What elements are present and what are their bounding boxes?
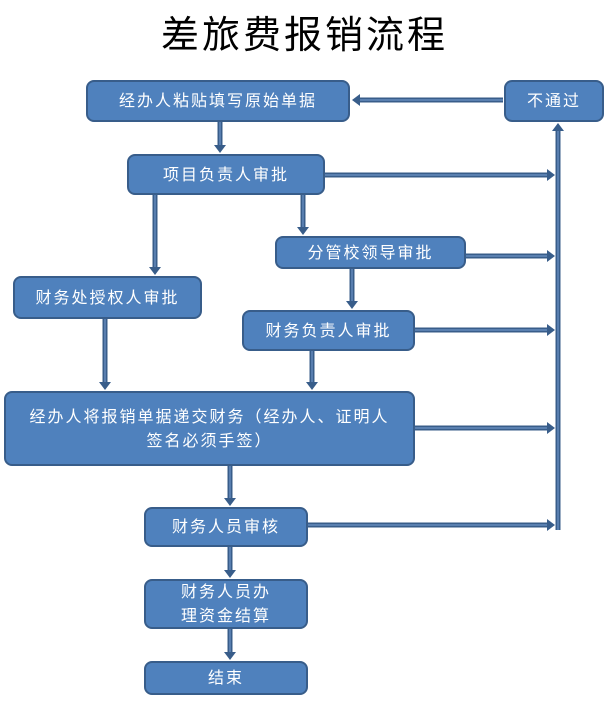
node-school-leader: 分管校领导审批 [275,236,466,269]
arrow-school-to-reject-head [547,250,555,262]
node-settlement: 财务人员办理资金结算 [144,579,308,629]
arrow-project-to-school-head [297,227,309,235]
arrow-school-to-head-head [346,301,358,309]
node-submit: 经办人将报销单据递交财务（经办人、证明人签名必须手签） [4,391,415,466]
arrow-settlement-to-end-head [224,652,236,660]
arrow-project-to-reject-head [547,169,555,181]
node-end: 结束 [144,661,308,695]
node-project-lead: 项目负责人审批 [127,154,325,195]
arrow-authorized-to-submit-head [99,382,111,390]
arrow-head-to-reject-head [547,324,555,336]
arrow-fill-to-project-head [214,145,226,153]
arrow-submit-to-reject-head [547,422,555,434]
arrow-reject-to-fill-head [352,94,360,106]
arrow-review-to-reject-head [547,519,555,531]
node-finance-authorized: 财务处授权人审批 [13,276,202,319]
arrow-head-to-submit-head [306,382,318,390]
page-title: 差旅费报销流程 [160,13,448,57]
arrow-reject-trunk-head [552,123,564,131]
arrow-project-to-authorized-head [149,267,161,275]
node-reject: 不通过 [504,80,604,122]
node-finance-review: 财务人员审核 [144,507,308,547]
node-fill-docs: 经办人粘贴填写原始单据 [86,80,350,122]
arrow-review-to-settlement-head [224,570,236,578]
arrow-submit-to-review-head [224,498,236,506]
node-finance-head: 财务负责人审批 [242,310,415,351]
